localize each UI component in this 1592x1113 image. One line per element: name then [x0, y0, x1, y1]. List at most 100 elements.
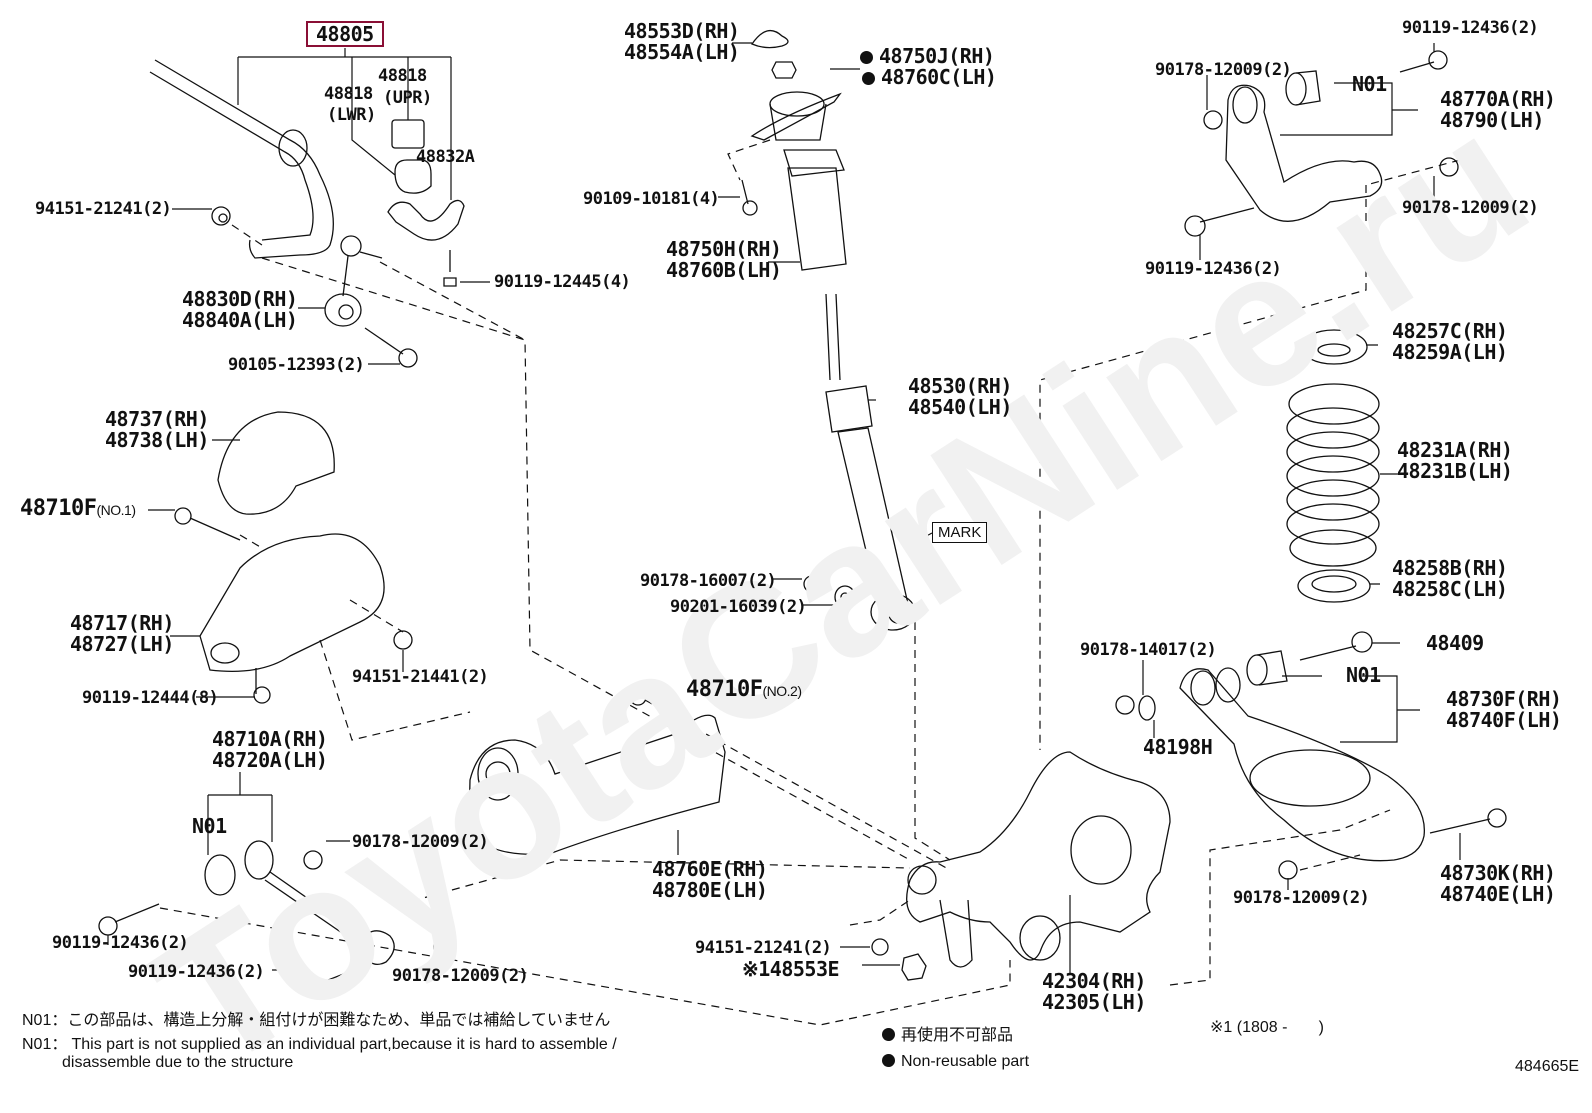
- callout-48258b[interactable]: 48258B(RH): [1392, 556, 1508, 580]
- callout-48730f[interactable]: 48730F(RH): [1446, 687, 1562, 711]
- washer-90201-16039: [834, 585, 856, 609]
- bolt-90119-upper-b: [1184, 207, 1255, 237]
- trailing-arm: [468, 714, 726, 856]
- callout-90178-16007[interactable]: 90178-16007(2): [640, 571, 777, 591]
- bolt-90119-12444: [253, 668, 271, 704]
- callout-48409[interactable]: 48409: [1426, 631, 1484, 655]
- lower-spring-seat: [1297, 569, 1371, 603]
- callout-94151-21441[interactable]: 94151-21441(2): [352, 667, 489, 687]
- callout-48530[interactable]: 48530(RH): [908, 374, 1012, 398]
- callout-90119-12436-bl-a[interactable]: 90119-12436(2): [52, 933, 189, 953]
- callout-48738[interactable]: 48738(LH): [105, 428, 209, 452]
- callout-42305[interactable]: 42305(LH): [1042, 990, 1146, 1014]
- callout-48840a[interactable]: 48840A(LH): [182, 308, 298, 332]
- callout-48540[interactable]: 48540(LH): [908, 395, 1012, 419]
- callout-90178-12009-bl[interactable]: 90178-12009(2): [392, 966, 529, 986]
- callout-90178-12009-br[interactable]: 90178-12009(2): [1233, 888, 1370, 908]
- bolt-90119-bl-b: [300, 965, 365, 998]
- callout-48231a[interactable]: 48231A(RH): [1397, 438, 1513, 462]
- callout-48231b[interactable]: 48231B(LH): [1397, 459, 1513, 483]
- callout-90109-10181[interactable]: 90109-10181(4): [583, 189, 720, 209]
- diagram-reference-id: 484665E: [1515, 1058, 1580, 1075]
- note-n01-japanese: N01：この部品は、構造上分解・組付けが困難なため、単品では補給していません: [22, 1012, 611, 1029]
- nut-90178-14017: [1115, 695, 1135, 715]
- installation-dashed-lines: [159, 139, 1461, 1026]
- nut-94151-21441: [393, 630, 413, 650]
- bolt-90109-10181: [741, 179, 758, 216]
- callout-90178-14017[interactable]: 90178-14017(2): [1080, 640, 1217, 660]
- callout-90178-12009-tr-a[interactable]: 90178-12009(2): [1155, 60, 1292, 80]
- shock-cap: [751, 29, 789, 49]
- callout-n01-upper[interactable]: N01: [1352, 72, 1387, 96]
- coil-spring: [1286, 383, 1380, 567]
- callout-90119-12436-bl-b[interactable]: 90119-12436(2): [128, 962, 265, 982]
- callout-48805-selected[interactable]: 48805: [306, 21, 384, 47]
- callout-90201-16039[interactable]: 90201-16039(2): [670, 597, 807, 617]
- callout-48727[interactable]: 48727(LH): [70, 632, 174, 656]
- callout-48740e[interactable]: 48740E(LH): [1440, 882, 1556, 906]
- stabilizer-bracket: [387, 199, 465, 241]
- callout-48750j[interactable]: 48750J(RH): [860, 45, 995, 67]
- callout-48790[interactable]: 48790(LH): [1440, 108, 1544, 132]
- callout-48818-lwr[interactable]: 48818: [324, 84, 373, 104]
- callout-48710f-no1[interactable]: 48710F(NO.1): [20, 498, 136, 521]
- callout-42304[interactable]: 42304(RH): [1042, 969, 1146, 993]
- nut-90178-mid: [303, 850, 323, 870]
- bump-stop-boot: [783, 149, 847, 271]
- callout-48750h[interactable]: 48750H(RH): [666, 237, 782, 261]
- callout-90178-12009-mid[interactable]: 90178-12009(2): [352, 832, 489, 852]
- non-reusable-dot-icon: [882, 1028, 895, 1041]
- callout-48760b[interactable]: 48760B(LH): [666, 258, 782, 282]
- callout-48717[interactable]: 48717(RH): [70, 611, 174, 635]
- callout-48780e[interactable]: 48780E(LH): [652, 878, 768, 902]
- callout-48710f-no2-sub: (NO.2): [762, 683, 802, 699]
- callout-148553e[interactable]: ※148553E: [742, 957, 840, 981]
- nut-90178-upper-a: [1203, 110, 1223, 130]
- callout-94151-21241-a[interactable]: 94151-21241(2): [35, 199, 172, 219]
- callout-90119-12436-tr-a[interactable]: 90119-12436(2): [1402, 18, 1539, 38]
- callout-48259a[interactable]: 48259A(LH): [1392, 340, 1508, 364]
- bolt-48409: [1299, 631, 1373, 661]
- note-n01-english-line2: disassemble due to the structure: [22, 1054, 294, 1071]
- callout-48832a[interactable]: 48832A: [416, 147, 475, 167]
- callout-90105-12393[interactable]: 90105-12393(2): [228, 355, 365, 375]
- upper-arm: [1225, 84, 1383, 222]
- callout-n01-left[interactable]: N01: [192, 814, 227, 838]
- callout-48730k[interactable]: 48730K(RH): [1440, 861, 1556, 885]
- callout-48760e[interactable]: 48760E(RH): [652, 857, 768, 881]
- callout-90119-12444[interactable]: 90119-12444(8): [82, 688, 219, 708]
- stabilizer-link: [324, 235, 383, 327]
- callout-94151-21241-b[interactable]: 94151-21241(2): [695, 938, 832, 958]
- callout-48760c[interactable]: 48760C(LH): [862, 65, 997, 89]
- callout-48737[interactable]: 48737(RH): [105, 407, 209, 431]
- callout-48258c[interactable]: 48258C(LH): [1392, 577, 1508, 601]
- callout-90119-12436-tr-b[interactable]: 90119-12436(2): [1145, 259, 1282, 279]
- mark-label-box: MARK: [932, 522, 988, 543]
- callout-n01-lower-right[interactable]: N01: [1346, 663, 1381, 687]
- callout-48760c-text: 48760C(LH): [881, 65, 997, 89]
- callout-48553d[interactable]: 48553D(RH): [624, 19, 740, 43]
- stabilizer-bushing-lower: [394, 159, 432, 194]
- mount-cover: [217, 411, 335, 515]
- nut-90178-16007: [803, 575, 821, 593]
- nut-148553E: [901, 953, 927, 981]
- callout-90119-12445[interactable]: 90119-12445(4): [494, 272, 631, 292]
- legend-nonreusable-english: Non-reusable part: [882, 1052, 1029, 1071]
- callout-90178-12009-tr-b[interactable]: 90178-12009(2): [1402, 198, 1539, 218]
- bolt-48710F-no2: [629, 688, 647, 706]
- callout-48818-upr-sub: (UPR): [383, 88, 432, 108]
- callout-48818-upr[interactable]: 48818: [378, 66, 427, 86]
- callout-48740f[interactable]: 48740F(LH): [1446, 708, 1562, 732]
- callout-48198h[interactable]: 48198H: [1143, 735, 1213, 759]
- nut-90178-upper-b: [1439, 157, 1459, 177]
- callout-48770a[interactable]: 48770A(RH): [1440, 87, 1556, 111]
- callout-48257c[interactable]: 48257C(RH): [1392, 319, 1508, 343]
- non-reusable-dot-icon: [882, 1054, 895, 1067]
- callout-48710f-no2[interactable]: 48710F(NO.2): [686, 679, 802, 702]
- callout-48554a[interactable]: 48554A(LH): [624, 40, 740, 64]
- bolt-90105-12393: [364, 327, 418, 368]
- callout-48830d[interactable]: 48830D(RH): [182, 287, 298, 311]
- callout-48720a[interactable]: 48720A(LH): [212, 748, 328, 772]
- callout-48710a[interactable]: 48710A(RH): [212, 727, 328, 751]
